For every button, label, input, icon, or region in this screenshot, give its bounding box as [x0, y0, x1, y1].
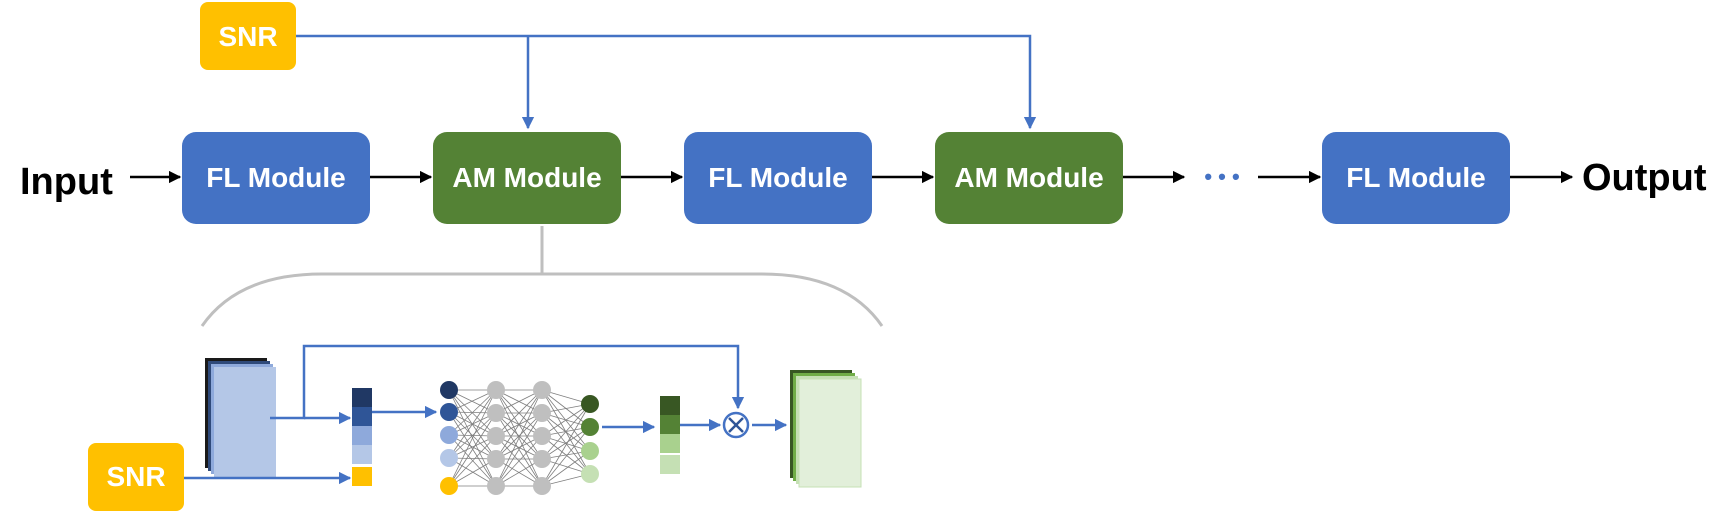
- nn-edge: [495, 389, 543, 460]
- nn-node: [581, 395, 599, 413]
- neural-network: [440, 381, 599, 495]
- nn-edge: [541, 426, 591, 487]
- nn-node: [440, 381, 458, 399]
- nn-edge: [448, 412, 497, 459]
- nn-edge: [448, 389, 497, 487]
- nn-edge: [448, 412, 497, 487]
- nn-node: [487, 477, 505, 495]
- snr-feed-lines: [296, 34, 1037, 130]
- fl-module-3-label: FL Module: [1346, 162, 1485, 193]
- nn-node: [533, 450, 551, 468]
- nn-node: [440, 449, 458, 467]
- nn-node: [487, 404, 505, 422]
- nn-edge: [541, 403, 591, 487]
- nn-edge: [448, 389, 497, 459]
- nn-edge: [448, 457, 497, 487]
- nn-node: [581, 465, 599, 483]
- input-label: Input: [20, 161, 113, 203]
- nn-node: [487, 427, 505, 445]
- nn-edge: [495, 412, 543, 460]
- fl-module-1-label: FL Module: [206, 162, 345, 193]
- fl-module-1: FL Module: [182, 132, 370, 224]
- nn-edge: [448, 435, 497, 487]
- nn-node: [440, 426, 458, 444]
- nn-node: [533, 381, 551, 399]
- output-label: Output: [1582, 157, 1707, 199]
- nn-edge: [495, 389, 543, 437]
- am-module-2: AM Module: [935, 132, 1123, 224]
- nn-node: [487, 381, 505, 399]
- ellipsis: • • •: [1204, 164, 1239, 189]
- output-feature-map-stack: [790, 370, 862, 488]
- snr-bottom-block: SNR: [88, 443, 184, 511]
- am-module-2-label: AM Module: [954, 162, 1103, 193]
- nn-edge: [448, 458, 497, 487]
- snr-top-block: SNR: [200, 2, 296, 70]
- snr-bottom-label: SNR: [106, 461, 165, 492]
- nn-edge: [541, 403, 591, 437]
- nn-node: [440, 477, 458, 495]
- fl-module-3: FL Module: [1322, 132, 1510, 224]
- pooled-vector: [352, 388, 372, 486]
- nn-edge: [495, 389, 543, 487]
- am-module-1-label: AM Module: [452, 162, 601, 193]
- nn-node: [533, 477, 551, 495]
- attention-weights-vector: [660, 396, 680, 474]
- am-module-1: AM Module: [433, 132, 621, 224]
- fl-module-2: FL Module: [684, 132, 872, 224]
- multiply-icon: [722, 411, 750, 439]
- nn-node: [487, 450, 505, 468]
- fl-module-2-label: FL Module: [708, 162, 847, 193]
- nn-node: [581, 442, 599, 460]
- detail-lines: [184, 344, 788, 485]
- nn-edge: [495, 412, 543, 487]
- nn-node: [581, 418, 599, 436]
- nn-edge: [495, 435, 543, 487]
- nn-node: [440, 403, 458, 421]
- nn-edge: [541, 403, 591, 460]
- nn-edge: [541, 450, 591, 487]
- nn-edge: [541, 389, 591, 452]
- feature-map-stack: [205, 358, 276, 477]
- zoom-bracket: [200, 226, 884, 327]
- snr-top-label: SNR: [218, 21, 277, 52]
- nn-node: [533, 427, 551, 445]
- nn-edge: [541, 426, 591, 460]
- nn-node: [533, 404, 551, 422]
- nn-edge: [448, 389, 497, 436]
